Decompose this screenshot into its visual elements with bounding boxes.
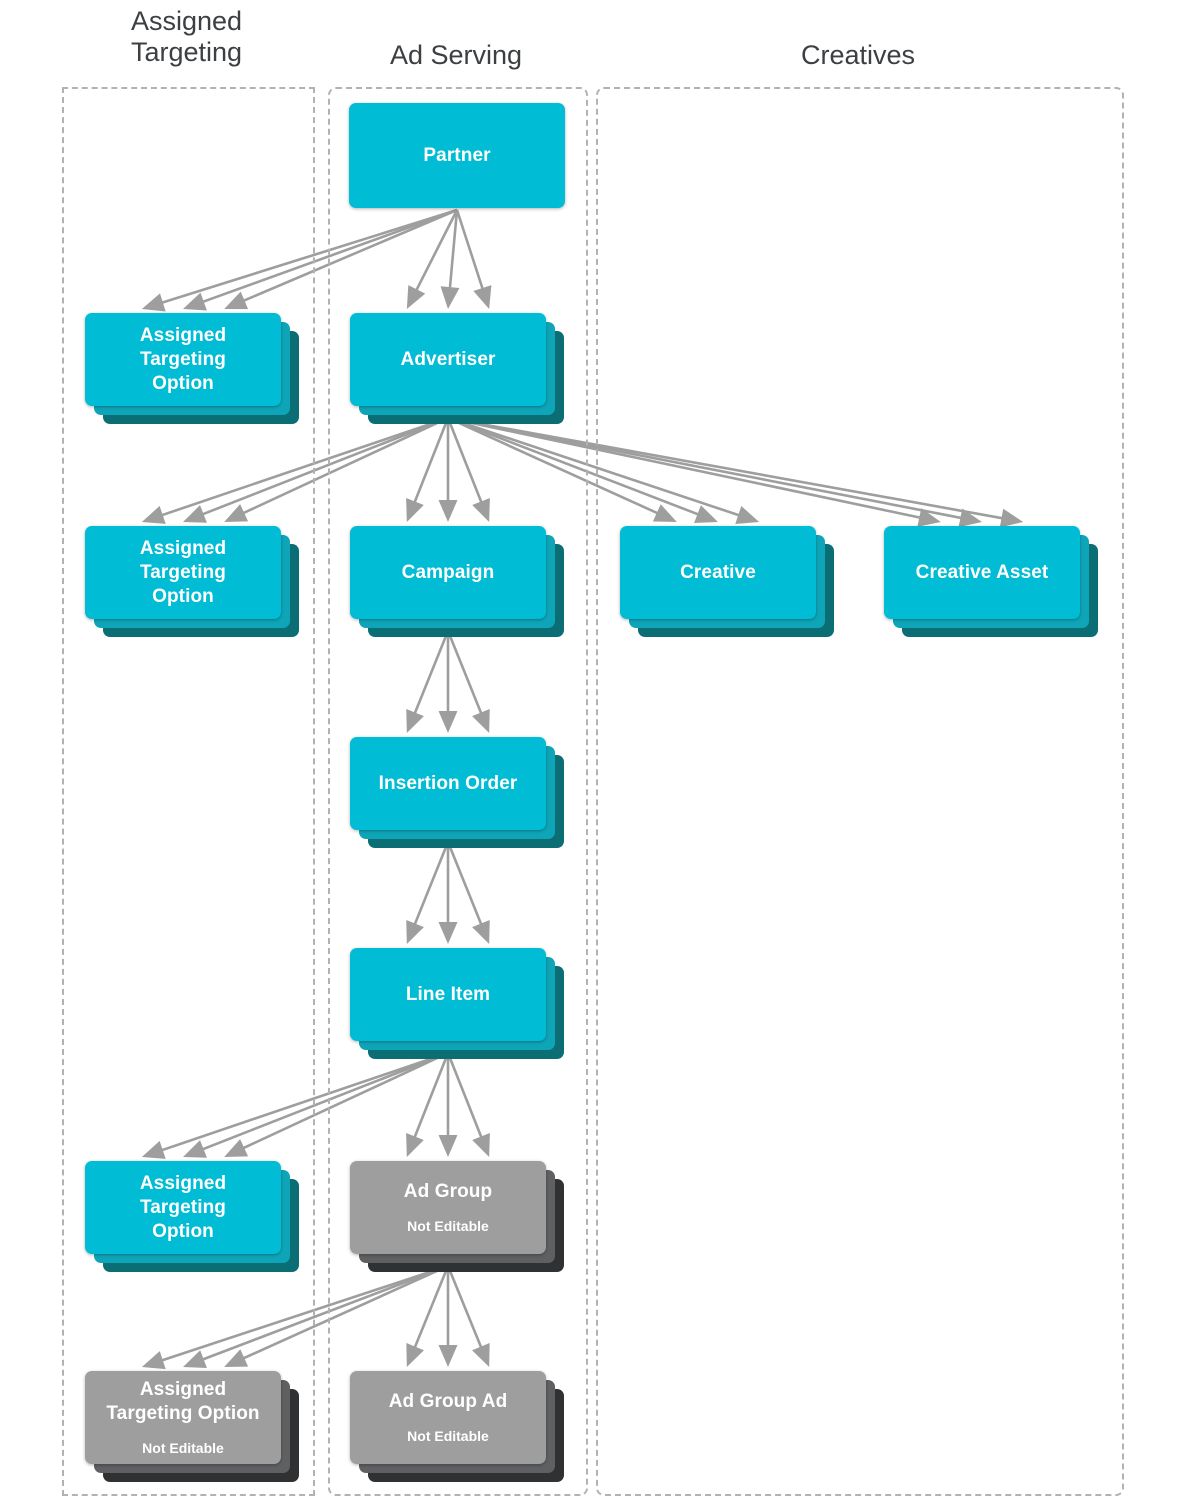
node-creative-asset[interactable]: Creative Asset [884,526,1098,637]
node-face: Creative Asset [884,526,1080,619]
node-label: Advertiser [400,348,496,370]
node-label: Partner [423,144,491,166]
node-line-item[interactable]: Line Item [350,948,564,1059]
node-label: Assigned Targeting Option [139,1172,227,1242]
title-assigned-targeting: Assigned Targeting [130,6,243,67]
node-label: Campaign [401,561,495,583]
node-label: Assigned Targeting Option [106,1379,260,1424]
node-partner[interactable]: Partner [349,103,565,208]
node-face: Campaign [350,526,546,619]
node-insertion-order[interactable]: Insertion Order [350,737,564,848]
node-label: Ad Group [403,1181,493,1202]
column-container-assigned-targeting [62,87,315,1496]
node-label: Assigned Targeting Option [139,537,227,607]
node-ato-advertiser[interactable]: Assigned Targeting Option [85,526,299,637]
node-creative[interactable]: Creative [620,526,834,637]
node-ato-partner[interactable]: Assigned Targeting Option [85,313,299,424]
node-face: Partner [349,103,565,208]
node-label: Ad Group Ad [388,1391,508,1412]
title-creatives: Creatives [800,40,916,70]
title-ad-serving: Ad Serving [389,40,523,70]
node-ato-line-item[interactable]: Assigned Targeting Option [85,1161,299,1272]
node-ad-group-ad[interactable]: Ad Group Ad Not Editable [350,1371,564,1482]
node-face: Insertion Order [350,737,546,830]
column-container-ad-serving [328,87,588,1496]
node-face: Assigned Targeting Option [85,313,281,406]
node-advertiser[interactable]: Advertiser [350,313,564,424]
node-face: Assigned Targeting Option [85,1161,281,1254]
node-sublabel: Not Editable [142,1440,224,1456]
node-face: Line Item [350,948,546,1041]
column-container-creatives [596,87,1124,1496]
node-label: Assigned Targeting Option [139,324,227,394]
node-face: Assigned Targeting Option [85,526,281,619]
node-campaign[interactable]: Campaign [350,526,564,637]
node-sublabel: Not Editable [407,1428,489,1444]
node-face: Advertiser [350,313,546,406]
node-label: Creative Asset [915,561,1049,583]
node-sublabel: Not Editable [407,1218,489,1234]
node-label: Creative [680,561,756,583]
node-face: Ad Group Ad Not Editable [350,1371,546,1464]
node-label: Insertion Order [378,772,518,794]
node-face: Creative [620,526,816,619]
node-label: Line Item [405,983,491,1005]
